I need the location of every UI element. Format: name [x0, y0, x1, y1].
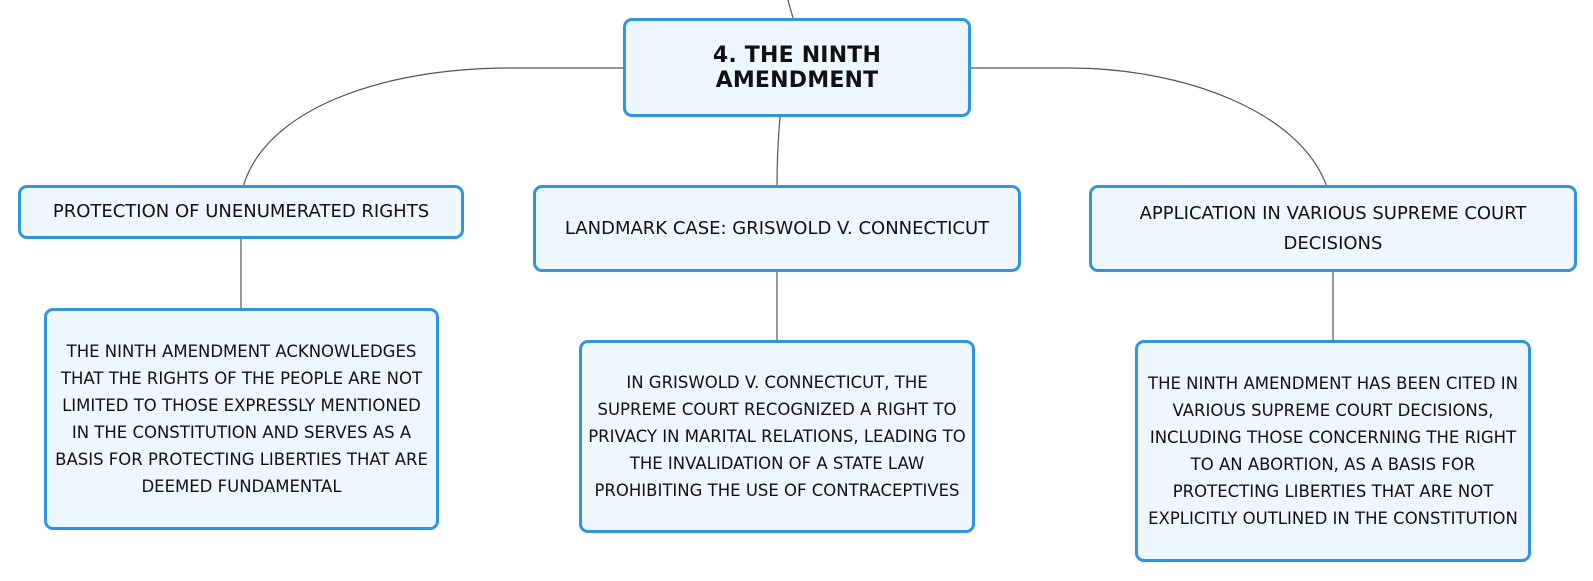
connector-root-to-protection	[242, 67, 623, 188]
topic-label: LANDMARK CASE: GRISWOLD V. CONNECTICUT	[564, 217, 990, 239]
connector-root-to-application	[971, 67, 1328, 188]
connector-root-to-griswold	[776, 116, 781, 188]
detail-text: THE NINTH AMENDMENT ACKNOWLEDGES THAT TH…	[55, 342, 428, 496]
detail-node-unenumerated-rights[interactable]: THE NINTH AMENDMENT ACKNOWLEDGES THAT TH…	[44, 308, 439, 530]
connector-parent-to-root	[787, 0, 794, 19]
topic-label: APPLICATION IN VARIOUS SUPREME COURT DEC…	[1139, 202, 1527, 254]
central-topic-label: 4. THE NINTH AMENDMENT	[712, 42, 882, 93]
topic-node-griswold[interactable]: LANDMARK CASE: GRISWOLD V. CONNECTICUT	[533, 185, 1021, 272]
central-topic-node[interactable]: 4. THE NINTH AMENDMENT	[623, 18, 971, 117]
topic-node-unenumerated-rights[interactable]: PROTECTION OF UNENUMERATED RIGHTS	[18, 185, 464, 239]
topic-label: PROTECTION OF UNENUMERATED RIGHTS	[52, 201, 430, 222]
detail-node-griswold[interactable]: IN GRISWOLD V. CONNECTICUT, THE SUPREME …	[579, 340, 975, 533]
detail-node-supreme-court-decisions[interactable]: THE NINTH AMENDMENT HAS BEEN CITED IN VA…	[1135, 340, 1531, 562]
detail-text: IN GRISWOLD V. CONNECTICUT, THE SUPREME …	[588, 373, 966, 500]
detail-text: THE NINTH AMENDMENT HAS BEEN CITED IN VA…	[1148, 374, 1518, 528]
topic-node-supreme-court-decisions[interactable]: APPLICATION IN VARIOUS SUPREME COURT DEC…	[1089, 185, 1577, 272]
